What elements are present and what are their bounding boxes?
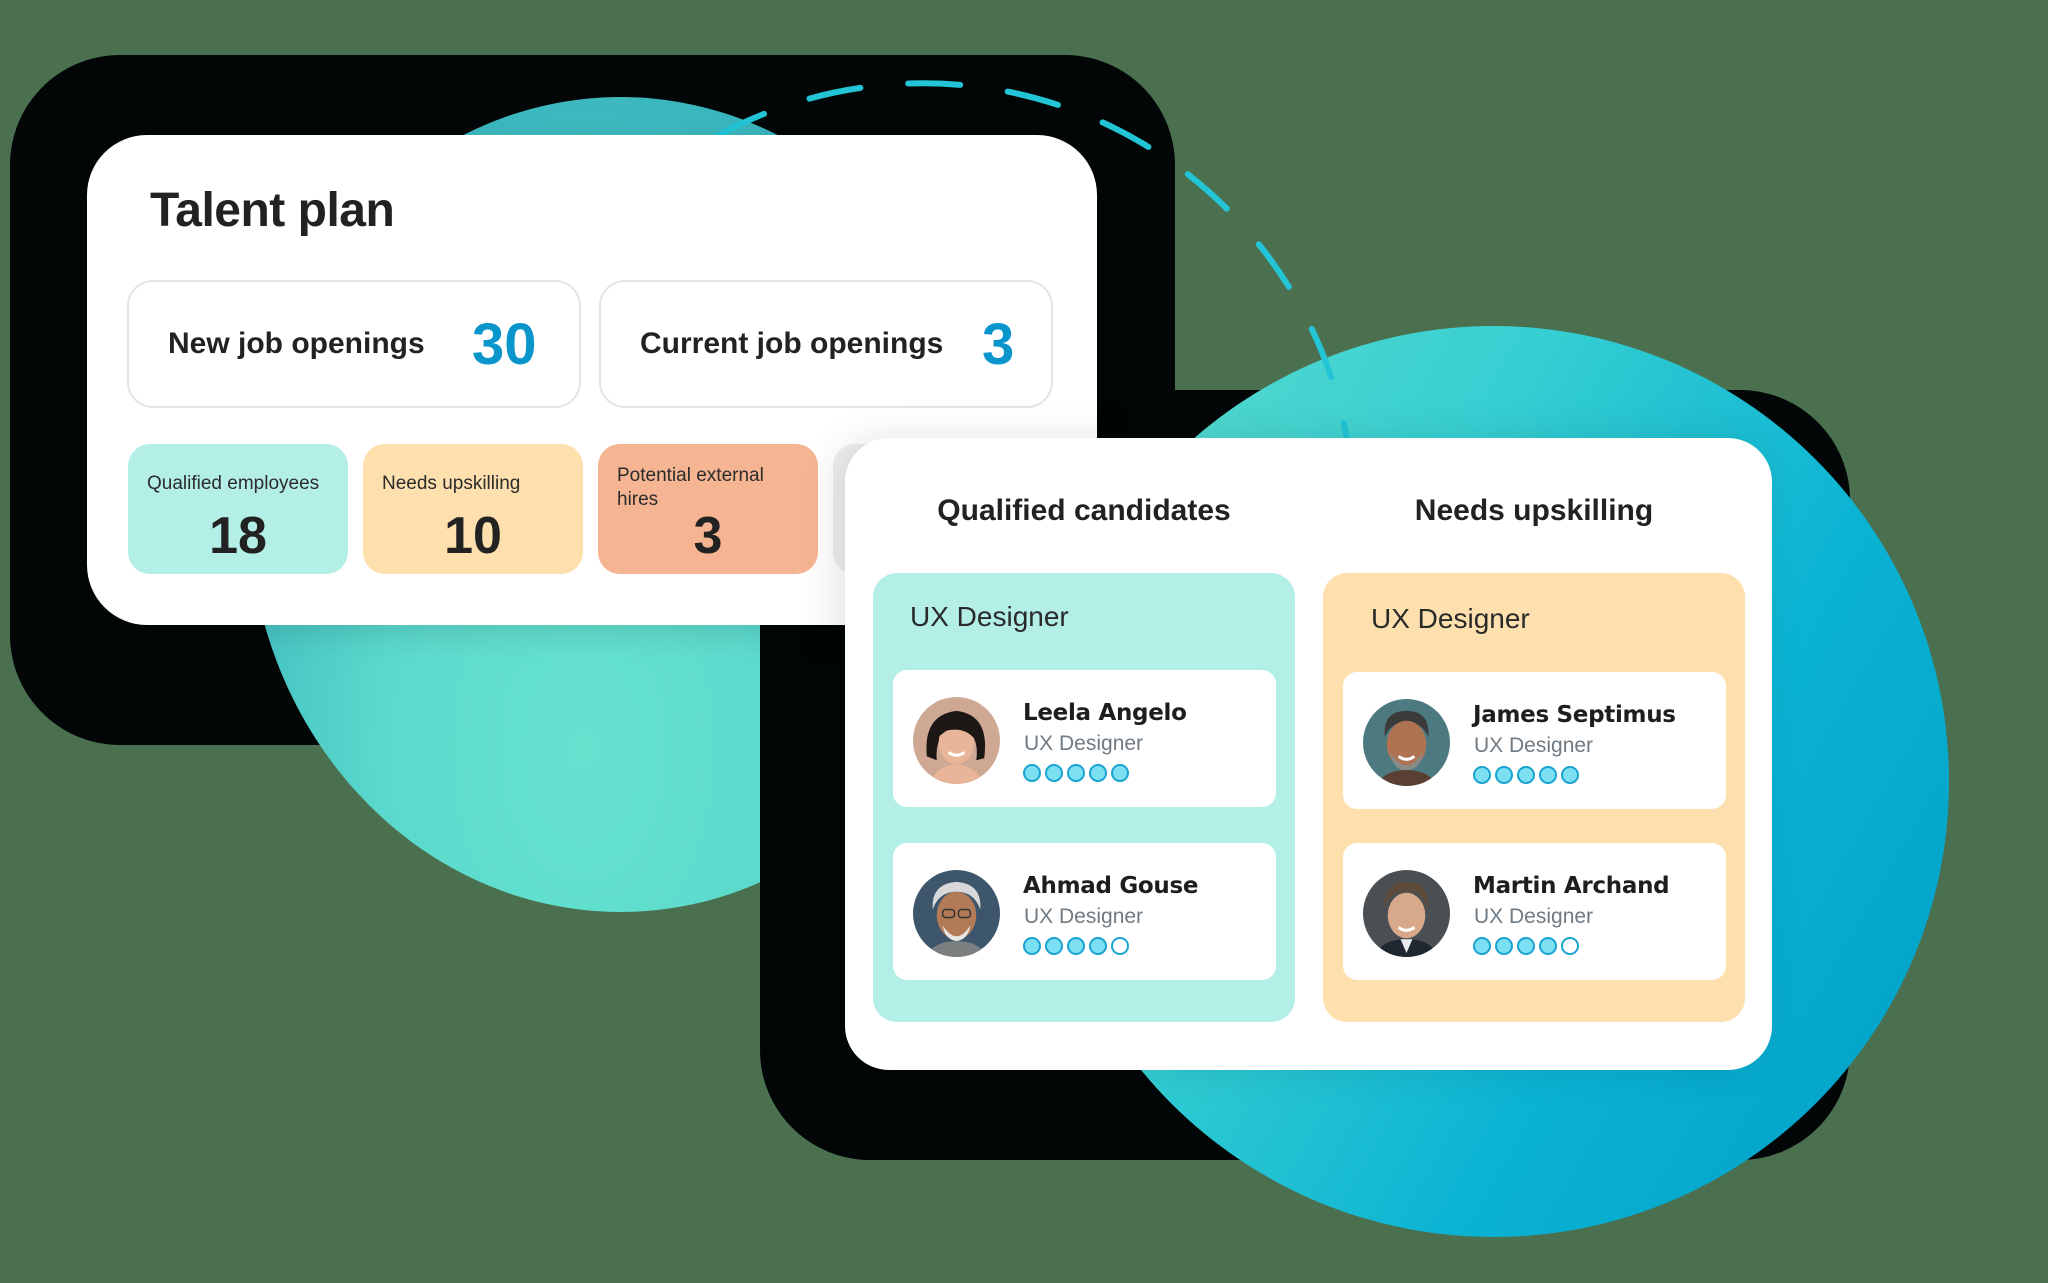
avatar-older-man-icon [913,870,1000,957]
rating-dot-filled [1561,766,1579,784]
candidate-role: UX Designer [1024,732,1144,755]
rating-dot-filled [1539,766,1557,784]
rating-dot-filled [1089,937,1107,955]
group-label: UX Designer [910,601,1069,632]
stat-needs-upskilling[interactable]: Needs upskilling 10 [363,444,583,574]
rating-dot-empty [1111,937,1129,955]
qualified-candidates-panel: UX Designer Leela Angelo UX Designer [873,573,1295,1022]
candidates-card: Qualified candidates Needs upskilling UX… [845,438,1772,1070]
group-label: UX Designer [1371,603,1530,634]
rating-dot-filled [1067,764,1085,782]
rating-dot-filled [1517,766,1535,784]
candidate-role: UX Designer [1474,734,1594,757]
rating-dot-filled [1517,937,1535,955]
stat-value: 3 [693,507,723,565]
stat-label: Needs upskilling [382,473,521,494]
avatar [1363,870,1450,957]
candidate-card[interactable]: Leela Angelo UX Designer [893,670,1276,807]
candidate-card[interactable]: Martin Archand UX Designer [1343,843,1726,980]
candidate-role: UX Designer [1024,905,1144,928]
column-title-needs-upskilling: Needs upskilling [1414,494,1654,527]
avatar-woman-icon [913,697,1000,784]
avatar-man-beard-icon [1363,699,1450,786]
rating-dot-filled [1023,937,1041,955]
rating-dot-filled [1111,764,1129,782]
rating-dots [1473,766,1579,784]
avatar [1363,699,1450,786]
stat-label: Potential external hires [617,465,764,510]
rating-dot-filled [1539,937,1557,955]
current-job-openings-card[interactable]: Current job openings 3 [599,280,1053,408]
new-job-openings-card[interactable]: New job openings 30 [127,280,581,408]
rating-dot-filled [1495,937,1513,955]
avatar [913,697,1000,784]
rating-dot-filled [1045,764,1063,782]
candidate-role: UX Designer [1474,905,1594,928]
avatar [913,870,1000,957]
stat-potential-external-hires[interactable]: Potential external hires 3 [598,444,818,574]
stat-value: 10 [444,507,502,565]
rating-dots [1023,764,1129,782]
stat-value: 18 [209,507,267,565]
rating-dots [1023,937,1129,955]
current-job-openings-count: 3 [982,311,1015,377]
current-job-openings-label: Current job openings [640,327,944,360]
page-title: Talent plan [150,184,395,237]
stat-qualified-employees[interactable]: Qualified employees 18 [128,444,348,574]
candidate-name: Martin Archand [1473,873,1670,899]
stat-label: Qualified employees [147,473,320,494]
candidate-card[interactable]: Ahmad Gouse UX Designer [893,843,1276,980]
needs-upskilling-panel: UX Designer James Septimus UX Designer [1323,573,1745,1022]
rating-dot-filled [1473,937,1491,955]
candidate-name: Leela Angelo [1023,700,1187,726]
candidate-name: Ahmad Gouse [1023,873,1199,899]
candidate-card[interactable]: James Septimus UX Designer [1343,672,1726,809]
rating-dot-filled [1045,937,1063,955]
rating-dots [1473,937,1579,955]
rating-dot-filled [1473,766,1491,784]
rating-dot-filled [1495,766,1513,784]
column-title-qualified-candidates: Qualified candidates [937,494,1231,527]
rating-dot-filled [1089,764,1107,782]
candidate-name: James Septimus [1473,702,1676,728]
rating-dot-empty [1561,937,1579,955]
new-job-openings-label: New job openings [168,327,425,360]
new-job-openings-count: 30 [472,311,537,377]
rating-dot-filled [1023,764,1041,782]
rating-dot-filled [1067,937,1085,955]
avatar-man-suit-icon [1363,870,1450,957]
